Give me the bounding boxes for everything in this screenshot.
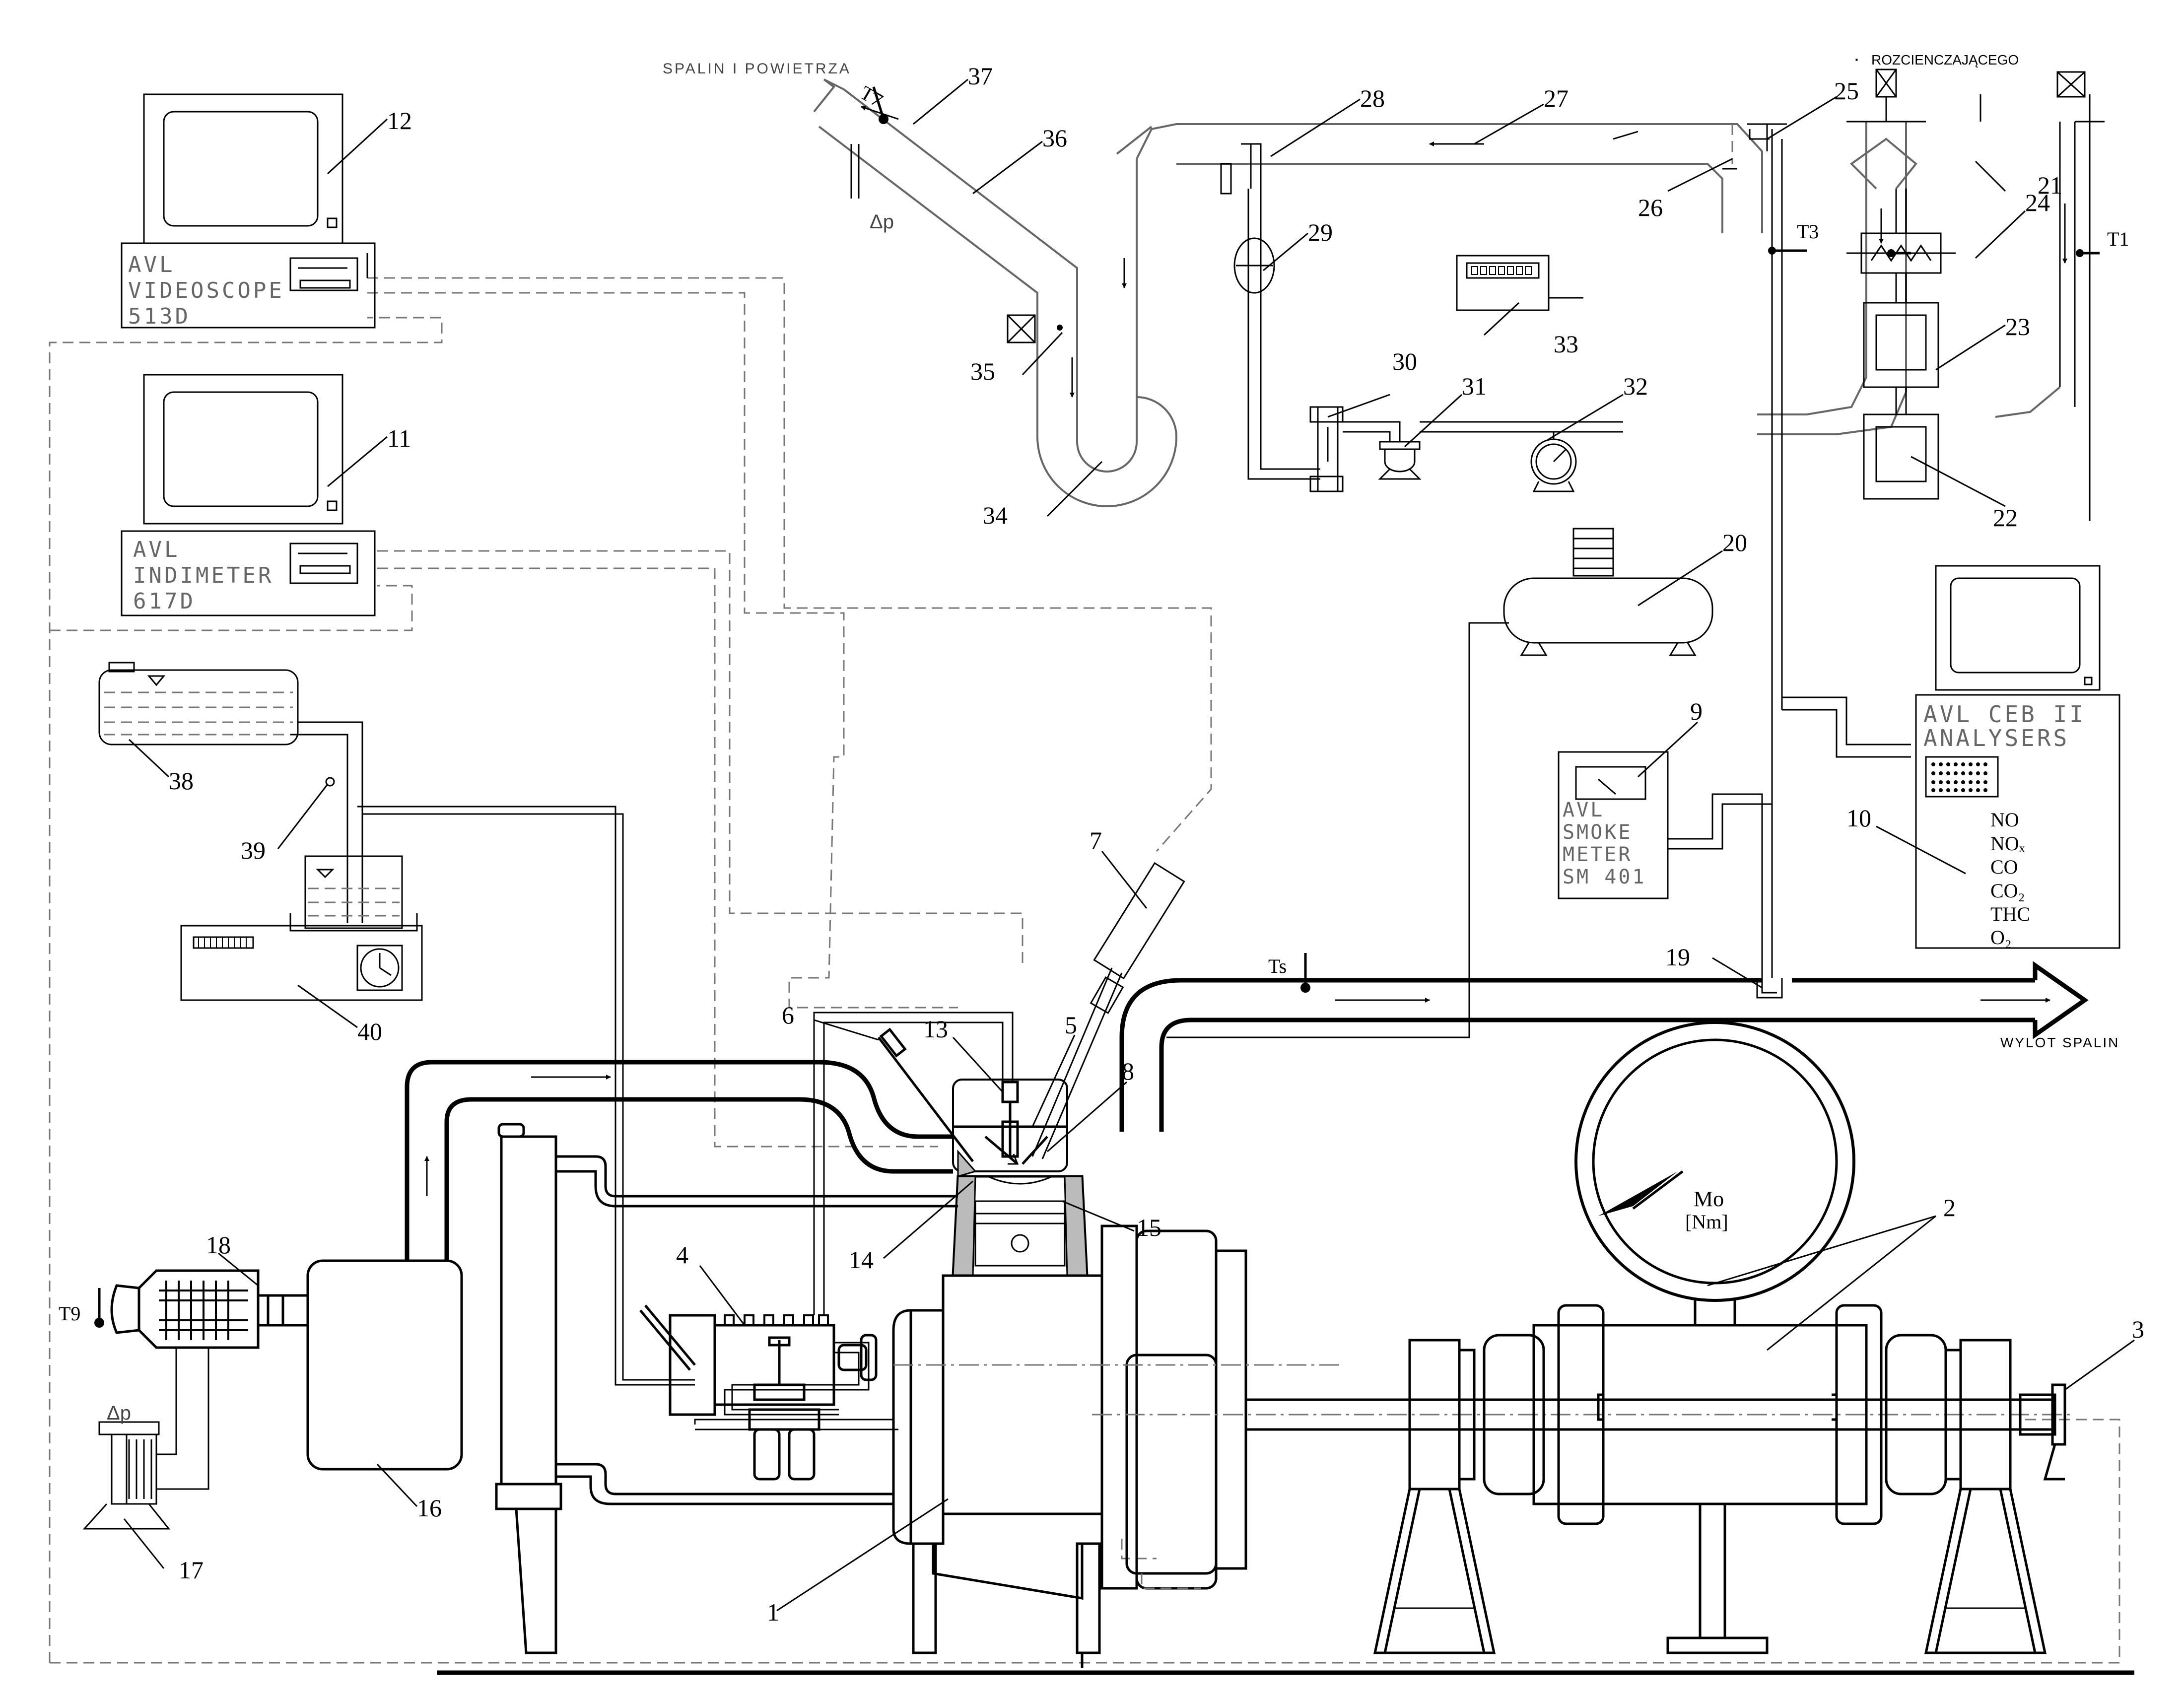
air-compressor <box>1166 528 1713 1038</box>
callout-19: 19 <box>1665 943 1690 971</box>
gas-no: NO <box>1990 809 2019 831</box>
callout-26: 26 <box>1638 194 1663 221</box>
signal-lines <box>49 277 2120 1664</box>
indimeter-computer: AVL INDIMETER 617D <box>121 374 376 616</box>
callout-1: 1 <box>767 1598 779 1626</box>
callout-28: 28 <box>1360 84 1385 112</box>
callout-20: 20 <box>1722 529 1747 556</box>
gas-co: CO <box>1990 856 2018 878</box>
dilution-tunnel <box>1116 123 1787 492</box>
exhaust-pipe: Ts WYLOT SPALIN <box>1119 953 2119 1132</box>
gas-thc: THC <box>1990 903 2030 925</box>
callout-numbers: 1 2 3 4 5 6 7 8 9 10 11 12 13 14 15 16 1… <box>169 62 2144 1626</box>
leader-lines <box>123 78 2135 1612</box>
callout-22: 22 <box>1993 504 2018 532</box>
callout-5: 5 <box>1065 1011 1077 1039</box>
callout-12: 12 <box>387 107 412 135</box>
ts-label: Ts <box>1268 955 1287 977</box>
indimeter-line3: 617D <box>133 589 196 614</box>
callout-2: 2 <box>1943 1194 1956 1222</box>
dilution-air-system: ROZCIENCZAJĄCEGO T1 <box>1757 52 2129 521</box>
callout-27: 27 <box>1544 84 1569 112</box>
smoke-line1: AVL <box>1563 799 1604 821</box>
ceb-line1: AVL CEB II <box>1923 701 2086 728</box>
callout-32: 32 <box>1623 372 1648 400</box>
callout-9: 9 <box>1690 697 1703 725</box>
callout-24: 24 <box>2025 189 2050 216</box>
callout-16: 16 <box>417 1494 442 1522</box>
callout-8: 8 <box>1122 1057 1134 1085</box>
radiator <box>495 1123 958 1654</box>
callout-11: 11 <box>387 424 411 452</box>
callout-23: 23 <box>2005 313 2030 340</box>
smoke-meter: AVL SMOKE METER SM 401 <box>1558 751 1669 899</box>
fuel-lines <box>357 806 1185 1386</box>
dynamometer: Mo [Nm] <box>437 1021 2134 1675</box>
videoscope-line1: AVL <box>128 252 175 277</box>
wylot-label: WYLOT SPALIN <box>2000 1035 2119 1050</box>
callout-35: 35 <box>970 357 995 385</box>
smoke-line4: SM 401 <box>1563 866 1646 888</box>
callout-7: 7 <box>1090 826 1102 854</box>
t7-label: T7 <box>857 81 887 112</box>
callout-36: 36 <box>1042 124 1067 152</box>
callout-37: 37 <box>968 62 993 90</box>
callout-21: 21 <box>2038 171 2062 199</box>
t1-label: T1 <box>2107 228 2129 250</box>
smoke-line3: METER <box>1563 843 1632 866</box>
callout-13: 13 <box>923 1015 948 1043</box>
injection-pump <box>639 1304 898 1481</box>
t3-label: T3 <box>1797 220 1819 243</box>
callout-33: 33 <box>1554 330 1578 358</box>
callout-3: 3 <box>2132 1315 2144 1343</box>
callout-14: 14 <box>849 1246 874 1274</box>
callout-40: 40 <box>357 1018 382 1045</box>
callout-6: 6 <box>782 1001 794 1029</box>
callout-38: 38 <box>169 767 194 795</box>
videoscope-line2: VIDEOSCOPE <box>128 278 284 303</box>
dp-bottom-label: Δp <box>107 1402 131 1424</box>
rozcienczajacego-label: ROZCIENCZAJĄCEGO <box>1871 52 2019 68</box>
callout-25: 25 <box>1834 77 1859 105</box>
ceb-line2: ANALYSERS <box>1923 725 2069 751</box>
callout-4: 4 <box>676 1241 688 1269</box>
callout-15: 15 <box>1137 1214 1161 1241</box>
callout-18: 18 <box>206 1231 231 1259</box>
callout-31: 31 <box>1462 372 1487 400</box>
fuel-system <box>98 662 423 1001</box>
indimeter-line1: AVL <box>133 537 180 562</box>
gas-co2: CO₂ <box>1990 880 2025 902</box>
callout-34: 34 <box>983 501 1008 529</box>
engine <box>892 1079 1340 1668</box>
torque-label: Mo <box>1694 1187 1724 1211</box>
sample-lines: T3 <box>1668 124 1911 999</box>
callout-29: 29 <box>1308 218 1333 246</box>
videoscope-computer: AVL VIDEOSCOPE 513D <box>121 93 376 329</box>
intake-air-system: T9 Δp <box>59 1259 463 1530</box>
gas-o2: O₂ <box>1990 926 2012 949</box>
videoscope-line3: 513D <box>128 304 191 329</box>
gas-nox: NOₓ <box>1990 832 2025 855</box>
dp-top-label: Δp <box>870 211 894 233</box>
dilution-tunnel-outlet: Δp SPALIN I POWIETRZA T7 <box>663 61 1178 507</box>
indimeter-line2: INDIMETER <box>133 563 273 588</box>
callout-39: 39 <box>241 836 266 864</box>
smoke-line2: SMOKE <box>1563 821 1632 844</box>
t9-label: T9 <box>59 1302 80 1325</box>
ceb-analysers: AVL CEB II ANALYSERS NO NOₓ CO CO₂ THC O… <box>1915 565 2120 949</box>
callout-17: 17 <box>179 1556 204 1584</box>
intake-pipe <box>405 1060 953 1261</box>
callout-30: 30 <box>1392 347 1417 375</box>
callout-10: 10 <box>1846 804 1871 832</box>
torque-unit: [Nm] <box>1685 1211 1728 1233</box>
spalin-powietrza-label: SPALIN I POWIETRZA <box>663 61 851 77</box>
